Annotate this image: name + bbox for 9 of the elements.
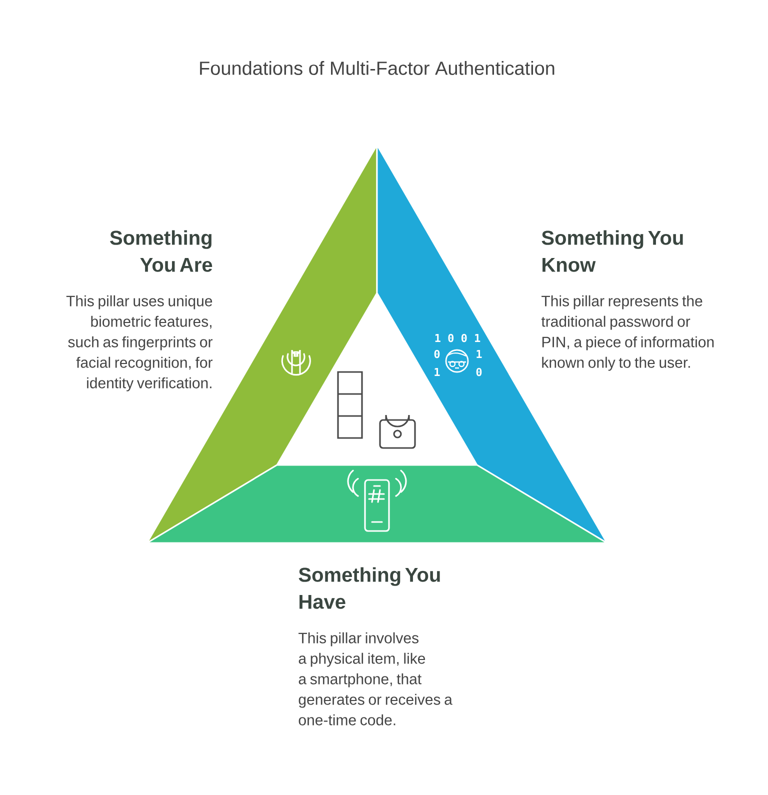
binary-digit: 0 (434, 350, 440, 358)
binary-digit: 1 (434, 368, 440, 376)
binary-digit: 0 (476, 368, 482, 376)
binary-digit: 1 (476, 350, 482, 358)
pillar-text: Something You Are This pillar uses unique biometric features, such as fingerprints or facial recognition, for identity verification. (66, 230, 212, 392)
title: Foundations of Multi-Factor Authentication (200, 61, 554, 75)
pillar-text: Something You Know This pillar represents the traditional password or PIN, a piece of information known only to the user. (541, 230, 714, 371)
pillar-text: Something You Have This pillar involves a physical item, like a smartphone, that generates or receives a one-time code. (298, 567, 452, 726)
binary-digit: 1 0 0 1 (435, 334, 480, 342)
